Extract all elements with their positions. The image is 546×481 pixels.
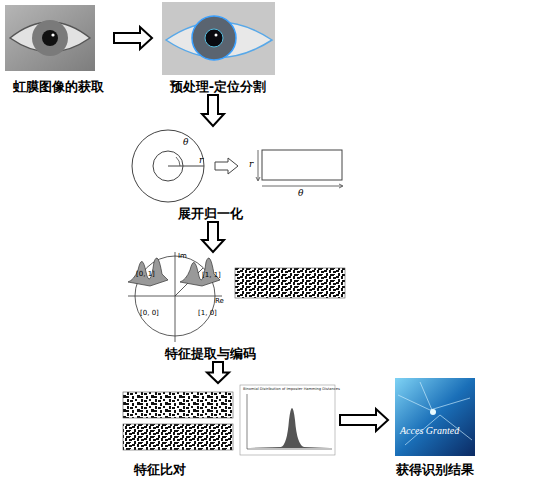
figure-label: r xyxy=(249,160,253,169)
step-caption: 特征提取与编码 xyxy=(112,345,308,362)
figure-label: [1, 1] xyxy=(202,272,221,279)
figure-label: [0, 0] xyxy=(140,310,159,317)
figure-label: [1, 0] xyxy=(198,310,217,317)
flow-arrow xyxy=(207,362,229,383)
flow-arrow xyxy=(202,222,224,252)
figure-label: Re xyxy=(215,298,224,305)
normalized-rectangle xyxy=(262,150,342,180)
theta-axis xyxy=(262,186,342,187)
phase-circle xyxy=(135,256,215,336)
iris xyxy=(32,20,68,56)
flow-arrow xyxy=(340,409,388,431)
figure-label: Binomial Distribution of Imposter Hammin… xyxy=(243,388,340,392)
eye-photo xyxy=(5,5,95,71)
chart-axis xyxy=(247,449,332,450)
iris-boundary xyxy=(192,16,236,60)
flow-arrow xyxy=(202,95,224,126)
step-caption: 预处理-定位分割 xyxy=(152,78,284,95)
process-step: 预处理-定位分割 xyxy=(152,0,284,95)
process-step: 特征提取与编码 xyxy=(112,252,350,362)
flow-arrow xyxy=(114,27,152,49)
eye-photo xyxy=(162,2,275,75)
circuit-node xyxy=(430,409,436,415)
figure-label: θ xyxy=(183,138,188,147)
process-step: 虹膜图像的获取 xyxy=(2,3,114,95)
step-caption: 展开归一化 xyxy=(122,205,298,222)
angle-arc xyxy=(176,157,180,166)
distribution-curve xyxy=(250,408,330,448)
theta-axis-head xyxy=(339,184,343,188)
eye-highlight xyxy=(51,33,54,36)
eye-highlight xyxy=(215,34,218,37)
result-image xyxy=(395,378,475,456)
imag-axis xyxy=(175,252,176,342)
step-caption: 获得识别结果 xyxy=(388,461,482,478)
iris-code xyxy=(123,424,233,450)
pupil xyxy=(42,30,58,46)
iris-code xyxy=(123,392,233,418)
process-step: 展开归一化 xyxy=(122,126,350,222)
chart-axis xyxy=(247,394,248,449)
chart-frame xyxy=(240,385,335,455)
step-caption: 虹膜图像的获取 xyxy=(2,78,114,95)
transform-arrow xyxy=(215,158,238,174)
gabor-wavelet xyxy=(180,258,220,286)
process-step: 特征比对 xyxy=(118,383,340,478)
r-axis-head xyxy=(256,177,260,181)
figure-label: [0, 1] xyxy=(136,271,155,278)
pupil-boundary xyxy=(205,29,223,47)
iris-outer-circle xyxy=(132,130,204,202)
circuit-lines xyxy=(398,382,472,445)
radius-line xyxy=(168,166,204,167)
step-caption: 特征比对 xyxy=(118,461,202,478)
figure-label: Im xyxy=(178,253,187,260)
r-axis xyxy=(258,150,259,180)
figure-label: θ xyxy=(298,189,303,198)
figure-label: Acces Granted xyxy=(400,426,459,436)
iris-code xyxy=(235,268,345,298)
process-step: 获得识别结果 xyxy=(388,372,482,478)
figure-label: r xyxy=(199,156,203,165)
gabor-wavelet xyxy=(128,258,168,286)
